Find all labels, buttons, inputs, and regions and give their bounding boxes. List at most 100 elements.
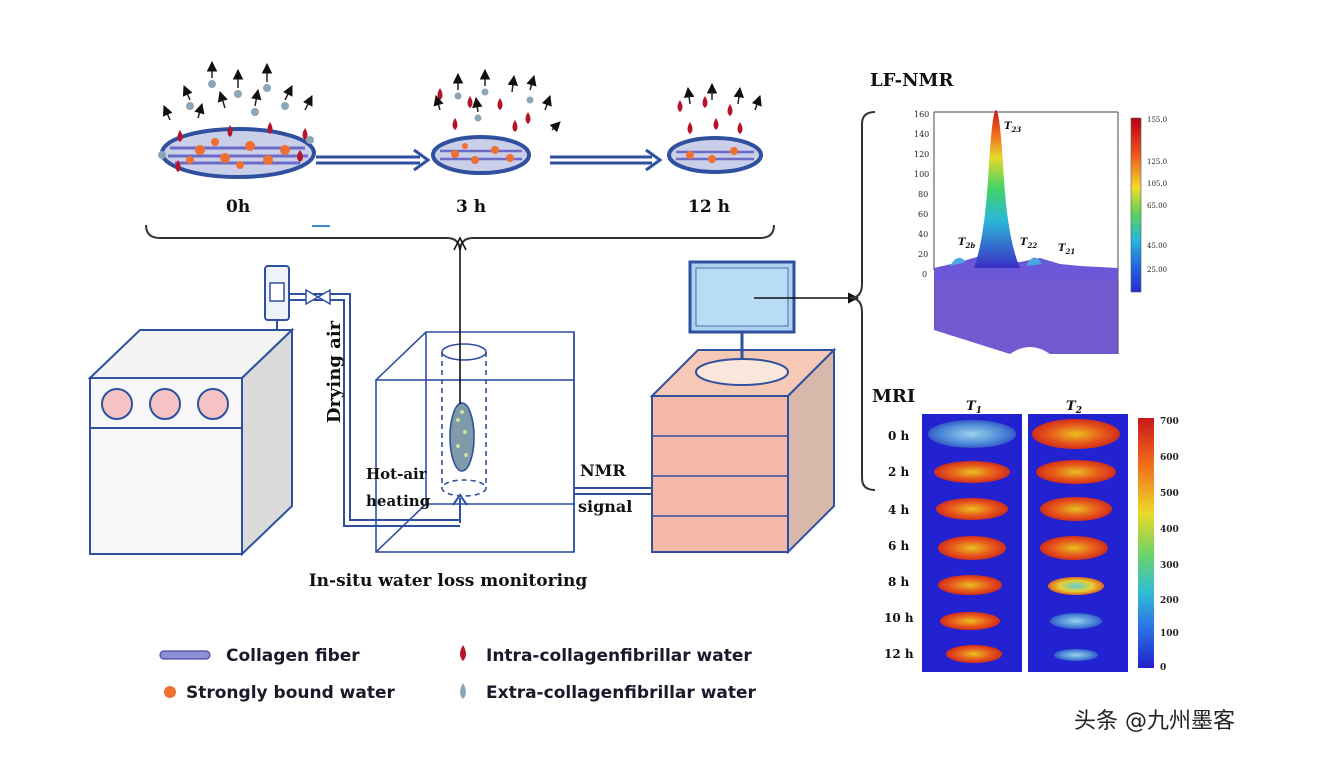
z-tick: 40 [918,230,928,239]
mri-colorbar-ticks: 700 600 500 400 300 200 100 0 [1160,417,1179,673]
mri-cbar-tick: 500 [1160,489,1179,499]
mri-row-label: 10 h [884,611,914,625]
lf-nmr-title: LF-NMR [870,70,954,91]
svg-text:T23: T23 [1004,121,1021,134]
mri-col2-letter: T [1066,399,1077,414]
mri-col1-letter: T [966,399,977,414]
mri-col1-sub: 1 [976,406,982,416]
mri-row-labels: 0 h 2 h 4 h 6 h 8 h 10 h 12 h [884,429,914,661]
mri-cbar-tick: 100 [1160,629,1179,639]
mri-slice [1050,613,1102,629]
mri-slice [934,461,1010,483]
sample-disc-0h [158,60,316,179]
lf-nmr-z-ticks: 160 140 120 100 80 60 40 20 0 [914,110,929,279]
peak-label-t2b: T [958,237,967,248]
mri-row-label: 8 h [888,575,910,589]
mri-slice [928,420,1016,448]
peak-label-t22: T [1020,237,1029,248]
z-tick: 20 [918,250,928,259]
mri-slice [938,575,1002,595]
timeline-arrow-1 [316,148,431,172]
peak-label-t23-sub: 23 [1010,125,1021,134]
dryer-cabinet [87,327,295,557]
mri-t1-slices [928,420,1016,663]
mri-cbar-tick: 300 [1160,561,1179,571]
lf-nmr-panel: LF-NMR 160 140 120 100 80 60 40 20 0 T23… [870,70,1167,354]
sample-tube [441,343,487,497]
lf-nmr-surface [934,268,1118,354]
svg-text:T2b: T2b [958,237,975,250]
z-tick: 100 [914,170,929,179]
mri-panel: MRI T1 T2 0 h 2 h 4 h 6 h 8 h 10 h 12 h [872,386,1179,673]
z-tick: 160 [914,110,929,119]
mri-t2-slices [1032,419,1120,661]
mri-slice [1032,419,1120,449]
heating-chamber [375,331,575,553]
legend: Collagen fiber Intra-collagenfibrillar w… [159,645,757,703]
mri-slice [946,645,1002,663]
air-source-unit [264,265,290,330]
mri-row-label: 6 h [888,539,910,553]
sample-disc-12h [667,82,763,174]
cbar-tick: 25.00 [1147,266,1167,274]
nmr-signal-line2: signal [578,497,632,516]
legend-label-extra: Extra-collagenfibrillar water [486,683,757,703]
mri-cbar-tick: 600 [1160,453,1179,463]
cbar-tick: 125.0 [1147,158,1167,166]
valve-icon [305,288,331,306]
timeline: 0h [145,60,775,251]
lf-nmr-colorbar [1130,117,1142,293]
svg-text:T21: T21 [1058,243,1075,256]
collagen-fiber-swatch [159,650,211,660]
nmr-analyzer [649,347,837,555]
lf-nmr-colorbar-ticks: 155.0 125.0 105.0 65.00 45.00 25.00 [1147,116,1167,274]
sample-disc-3h [431,68,561,175]
mri-row-label: 2 h [888,465,910,479]
mri-slice [1040,536,1108,560]
mri-slice [1054,649,1098,661]
mri-row-label: 4 h [888,503,910,517]
mri-col1-label: T1 [966,399,982,416]
results-bracket [849,111,876,491]
drying-setup: Drying air Hot-air heating [87,236,860,591]
mri-slice [940,612,1000,630]
z-tick: 80 [918,190,928,199]
computer-monitor [688,260,796,358]
legend-label-intra: Intra-collagenfibrillar water [486,646,752,666]
hot-air-label-line2: heating [366,492,431,510]
cbar-tick: 105.0 [1147,180,1167,188]
mri-slice [1036,460,1116,484]
z-tick: 0 [922,270,927,279]
mri-slice [938,536,1006,560]
mri-cbar-tick: 700 [1160,417,1179,427]
legend-label-collagen: Collagen fiber [226,646,360,666]
mri-col2-sub: 2 [1075,406,1082,416]
bound-water-swatch [164,686,176,698]
lf-nmr-peak [974,110,1020,268]
peak-label-t21-sub: 21 [1064,247,1075,256]
z-tick: 60 [918,210,928,219]
mri-slice [1048,577,1104,595]
z-tick: 140 [914,130,929,139]
peak-label-t21: T [1058,243,1067,254]
stage-label-0h: 0h [226,197,250,217]
stage-label-3h: 3 h [456,197,486,217]
mri-row-label: 0 h [888,429,910,443]
setup-caption: In-situ water loss monitoring [309,571,588,591]
mri-slice [936,498,1008,520]
mri-colorbar [1138,418,1154,668]
mri-title: MRI [872,386,915,407]
intra-water-swatch [460,645,466,661]
peak-label-t2b-sub: 2b [964,241,975,250]
mri-cbar-tick: 200 [1160,596,1179,606]
legend-label-bound: Strongly bound water [186,683,396,703]
peak-label-t23: T [1004,121,1013,132]
mri-cbar-tick: 0 [1160,663,1166,673]
air-pipe [289,288,468,527]
mri-row-label: 12 h [884,647,914,661]
z-tick: 120 [914,150,929,159]
mri-col2-label: T2 [1066,399,1082,416]
hot-air-label-line1: Hot-air [366,465,428,483]
dryer-dial-3 [197,388,229,420]
